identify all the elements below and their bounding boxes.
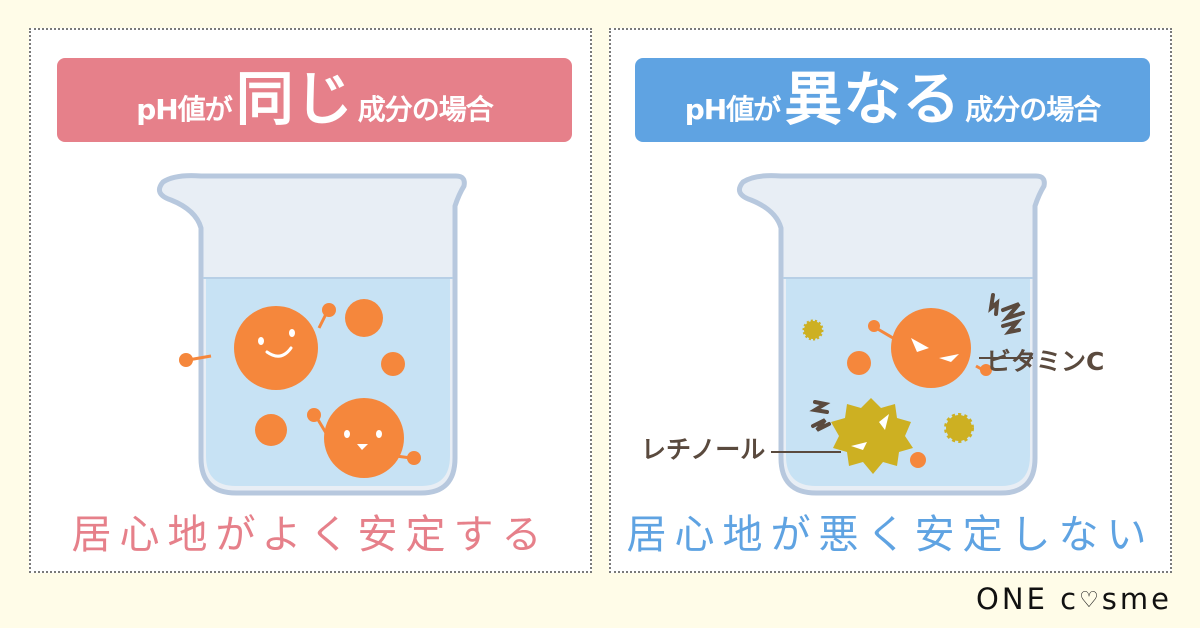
one-cosme-logo: ONE c♡sme: [976, 582, 1172, 616]
banner-emphasis: 同じ: [235, 65, 354, 133]
liquid-icon: [786, 278, 1030, 486]
different-ph-banner: pH値が 異なる 成分の場合: [635, 58, 1150, 142]
banner-suffix: 成分の場合: [965, 93, 1101, 126]
different-ph-panel: pH値が 異なる 成分の場合: [609, 28, 1172, 573]
retinol-label: レチノール: [641, 435, 766, 464]
heart-icon: ♡: [1079, 588, 1102, 613]
small-particle-icon: [345, 299, 383, 337]
logo-c: c: [1060, 582, 1080, 616]
vitamin-c-label: ビタミンC: [986, 347, 1105, 376]
small-particle-icon: [910, 452, 926, 468]
small-particle-icon: [255, 414, 287, 446]
zigzag-icon: [809, 400, 831, 432]
happy-particle-icon: [179, 303, 336, 390]
small-retinol-particle-icon: [944, 413, 974, 443]
smiling-particle-icon: [307, 398, 421, 478]
banner-prefix: pH値が: [136, 93, 232, 126]
same-ph-panel: pH値が 同じ 成分の場合: [29, 28, 592, 573]
beaker-illustration-stable: [156, 173, 467, 496]
small-particle-icon: [381, 352, 405, 376]
banner-prefix: pH値が: [684, 93, 781, 126]
banner-emphasis: 異なる: [784, 65, 962, 133]
angry-retinol-particle-icon: [831, 398, 913, 474]
same-ph-banner: pH値が 同じ 成分の場合: [57, 58, 572, 142]
angry-vitamin-c-particle-icon: [868, 308, 992, 388]
banner-suffix: 成分の場合: [357, 93, 494, 126]
beaker-illustration-unstable: [736, 173, 1047, 496]
logo-one: ONE: [976, 582, 1048, 616]
logo-sme: sme: [1101, 582, 1172, 616]
stable-caption: 居心地がよく安定する: [71, 512, 550, 558]
unstable-caption: 居心地が悪く安定しない: [626, 512, 1155, 558]
small-particle-icon: [847, 351, 871, 375]
small-retinol-particle-icon: [802, 319, 824, 341]
zigzag-icon: [988, 293, 1025, 336]
